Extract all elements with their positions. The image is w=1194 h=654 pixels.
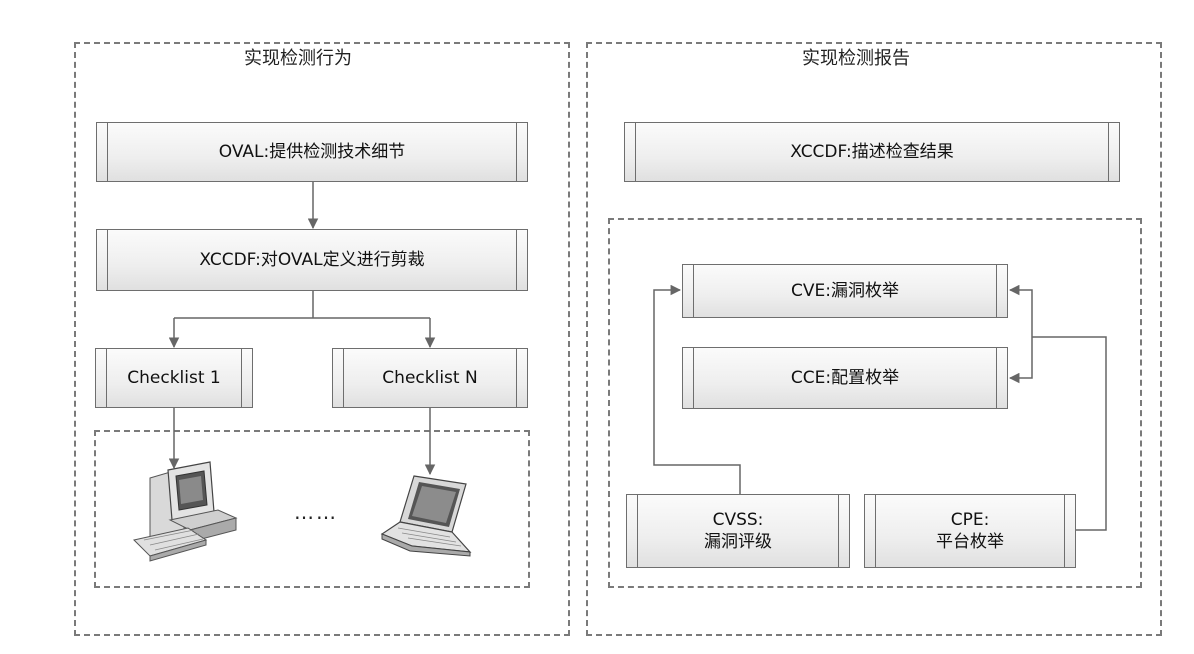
endpoints-group [94, 430, 530, 588]
line-cpe-to-bus [1032, 336, 1107, 531]
right-panel [586, 42, 1162, 636]
desktop-computer-icon [133, 461, 238, 562]
arrow-cvss-to-cve [653, 284, 741, 494]
checklist-n-label: Checklist N [382, 367, 478, 388]
left-panel-title: 实现检测行为 [238, 44, 358, 70]
checklist-1-label: Checklist 1 [127, 367, 221, 388]
oval-box: OVAL:提供检测技术细节 [96, 122, 528, 182]
xccdf-results-box: XCCDF:描述检查结果 [624, 122, 1120, 182]
xccdf-results-box-label: XCCDF:描述检查结果 [790, 141, 954, 162]
right-panel-title: 实现检测报告 [796, 44, 916, 70]
checklist-1-box: Checklist 1 [95, 348, 253, 408]
cvss-box: CVSS: 漏洞评级 [626, 494, 850, 568]
cpe-box-title: CPE: [950, 509, 990, 530]
oval-box-label: OVAL:提供检测技术细节 [218, 141, 406, 162]
checklist-n-box: Checklist N [332, 348, 528, 408]
cvss-box-title: CVSS: [712, 509, 764, 530]
cpe-box-label: CPE: 平台枚举 [922, 509, 1018, 553]
cve-box-label: CVE:漏洞枚举 [791, 280, 899, 301]
arrow-bus-to-cve [1008, 284, 1033, 337]
ellipsis: …… [294, 500, 338, 524]
left-panel [74, 42, 570, 636]
cve-box: CVE:漏洞枚举 [682, 264, 1008, 318]
arrow-bus-to-cce [1008, 337, 1033, 384]
cpe-box: CPE: 平台枚举 [864, 494, 1076, 568]
cvss-box-subtitle: 漏洞评级 [704, 532, 772, 552]
xccdf-tailoring-box: XCCDF:对OVAL定义进行剪裁 [96, 229, 528, 291]
laptop-icon [380, 475, 472, 557]
cpe-box-subtitle: 平台枚举 [936, 532, 1004, 552]
xccdf-tailoring-box-label: XCCDF:对OVAL定义进行剪裁 [199, 249, 425, 270]
cce-box-label: CCE:配置枚举 [790, 367, 900, 388]
enumerations-group [608, 218, 1142, 588]
cvss-box-label: CVSS: 漏洞评级 [690, 509, 786, 553]
cce-box: CCE:配置枚举 [682, 347, 1008, 409]
